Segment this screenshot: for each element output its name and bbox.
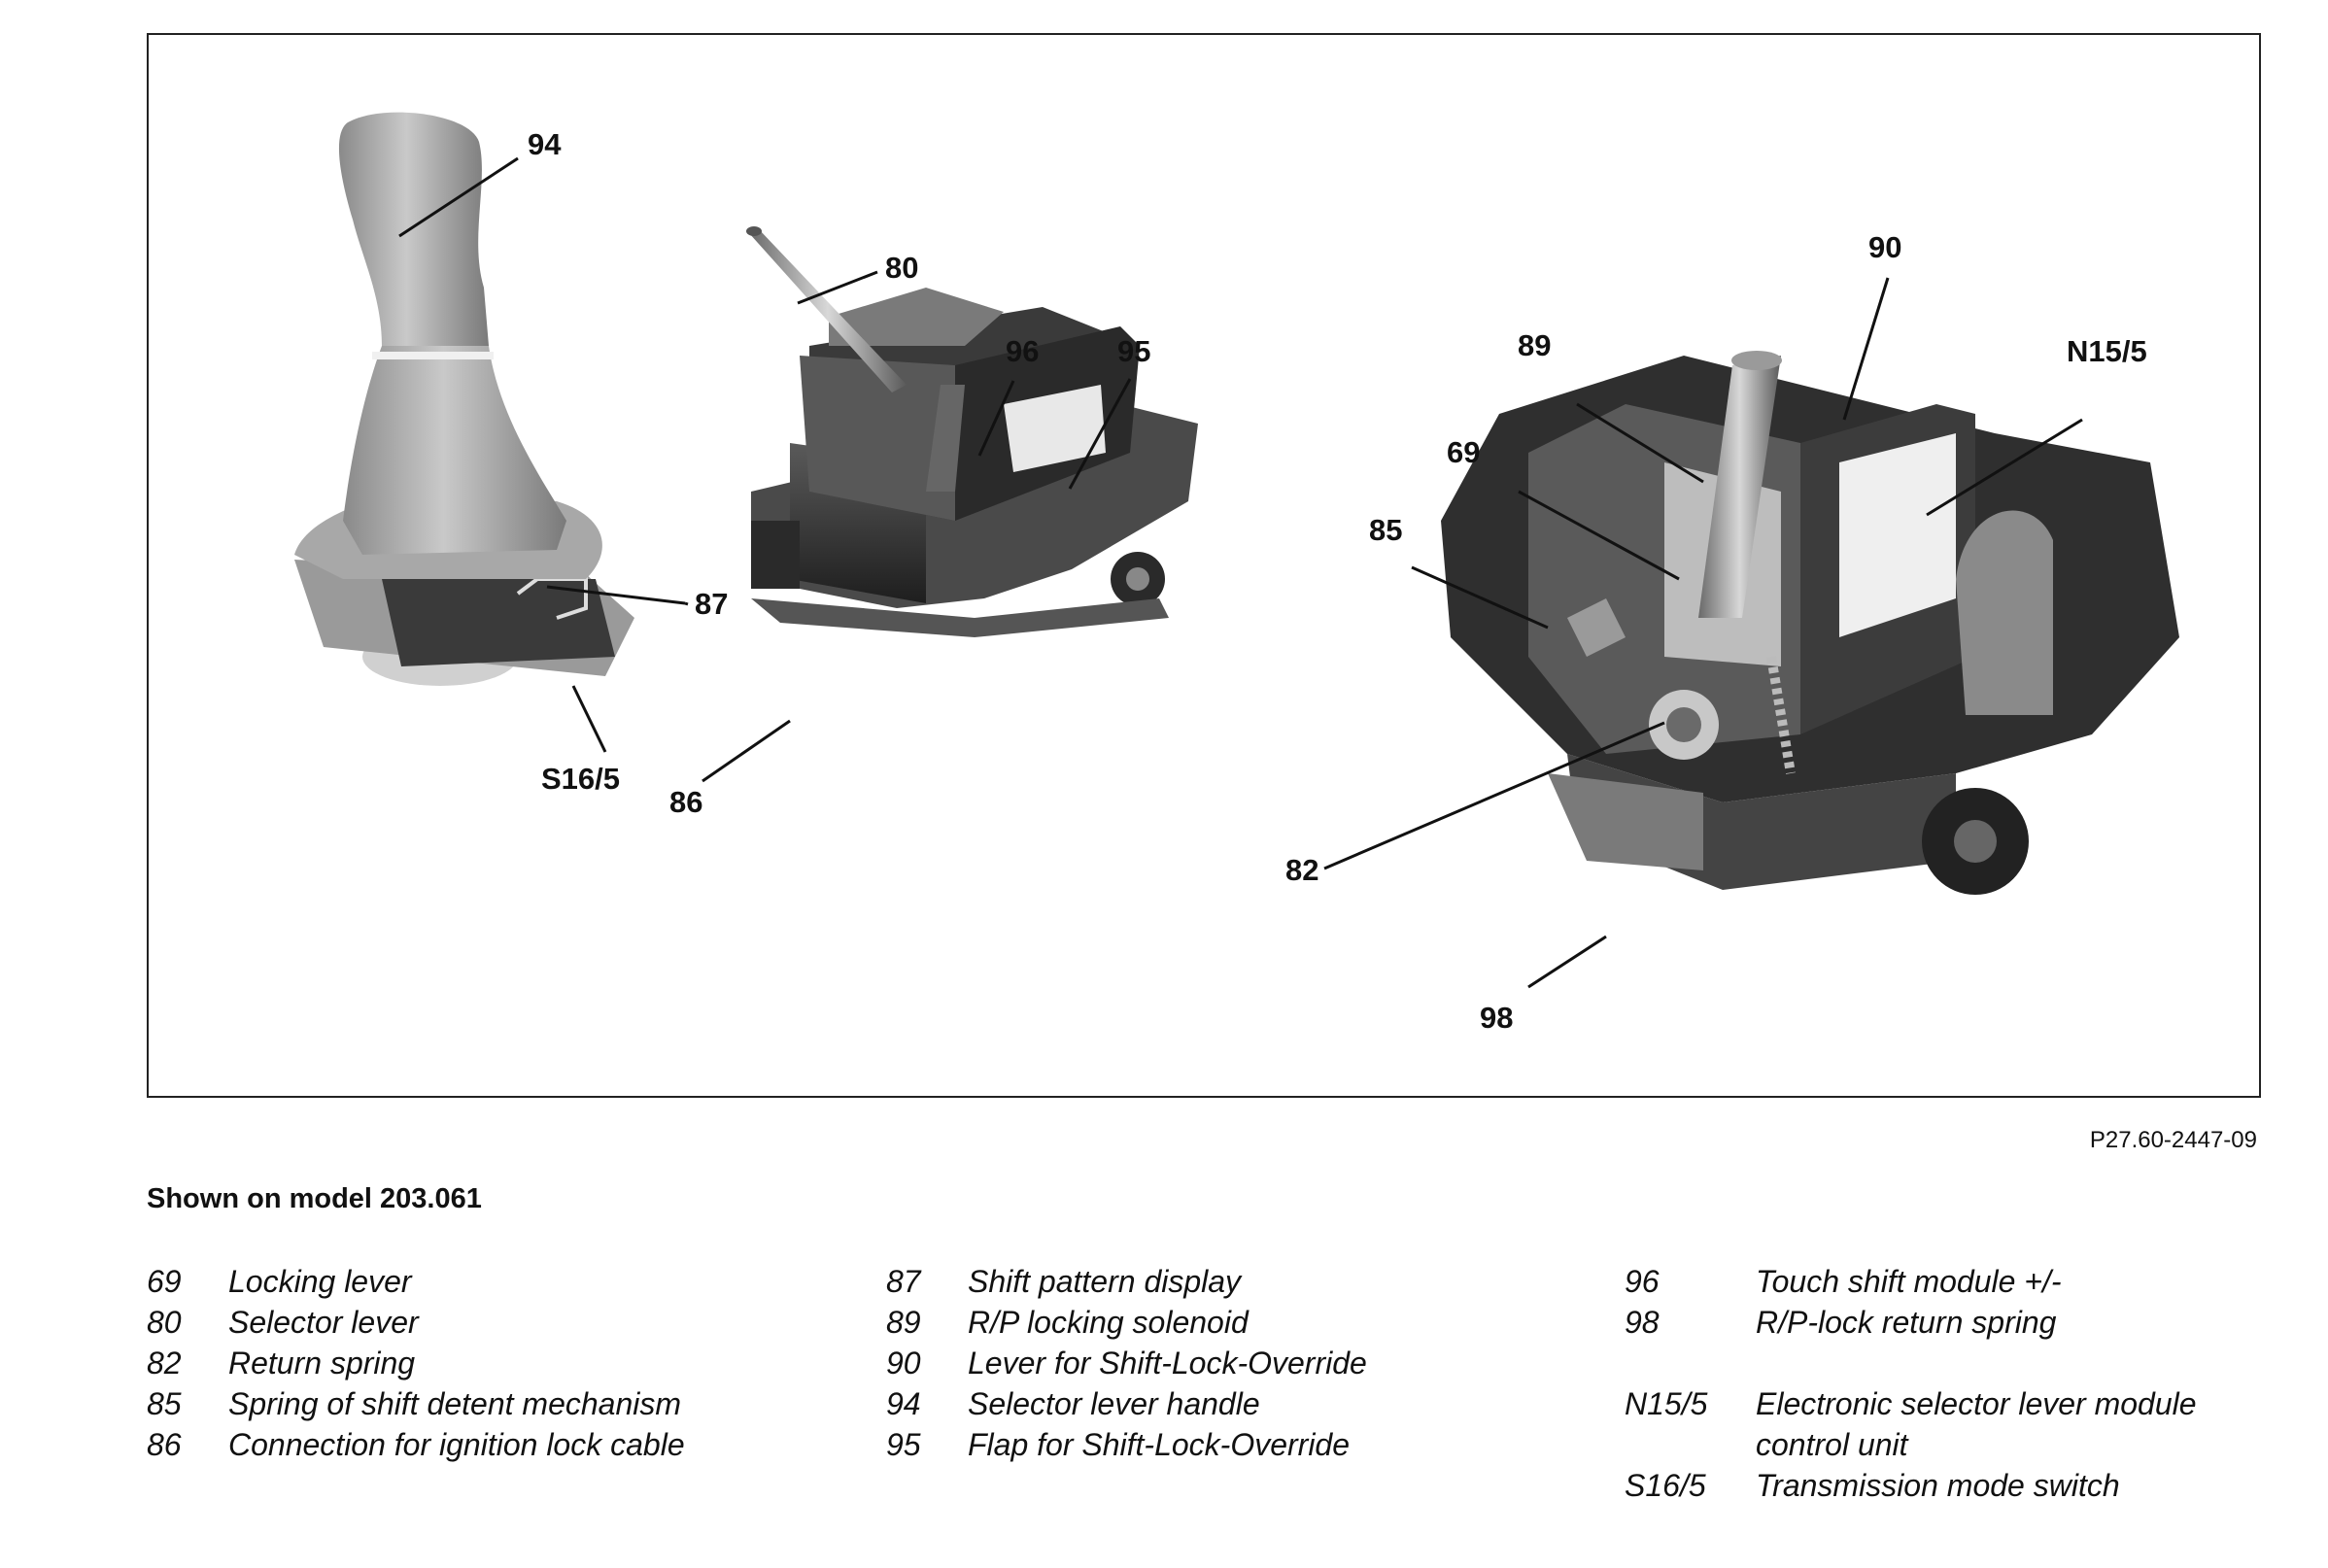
legend-item: 94 Selector lever handle bbox=[886, 1383, 1367, 1424]
legend-text: Locking lever bbox=[228, 1264, 412, 1299]
legend-item: 69 Locking lever bbox=[147, 1261, 685, 1302]
legend-item: 80 Selector lever bbox=[147, 1302, 685, 1343]
legend-number: S16/5 bbox=[1625, 1468, 1706, 1503]
legend-text: R/P-lock return spring bbox=[1756, 1305, 2057, 1340]
legend-number: 96 bbox=[1625, 1264, 1660, 1299]
legend-item: N15/5 Electronic selector lever module co… bbox=[1625, 1383, 2261, 1465]
callout-69: 69 bbox=[1447, 435, 1480, 469]
model-heading: Shown on model 203.061 bbox=[147, 1183, 482, 1214]
legend-text: Selector lever handle bbox=[968, 1386, 1260, 1421]
leader-95 bbox=[1068, 378, 1132, 490]
legend-number: 69 bbox=[147, 1264, 182, 1299]
callout-89: 89 bbox=[1518, 328, 1551, 362]
leader-98 bbox=[1527, 935, 1607, 989]
legend-item: 90 Lever for Shift-Lock-Override bbox=[886, 1343, 1367, 1383]
legend-number: 90 bbox=[886, 1346, 921, 1381]
legend-item: 89 R/P locking solenoid bbox=[886, 1302, 1367, 1343]
legend-text: Electronic selector lever module control… bbox=[1756, 1386, 2197, 1462]
leader-87 bbox=[684, 601, 689, 606]
leader-96 bbox=[977, 380, 1015, 457]
legend-text: Transmission mode switch bbox=[1756, 1468, 2120, 1503]
legend-item: S16/5 Transmission mode switch bbox=[1625, 1465, 2261, 1506]
legend-column-2: 87 Shift pattern display 89 R/P locking so… bbox=[886, 1261, 1367, 1465]
diagram-frame: 94 80 96 95 87 S16/5 86 90 89 N15/5 69 8… bbox=[147, 33, 2261, 1098]
legend-text: Touch shift module +/- bbox=[1756, 1264, 2062, 1299]
callout-94: 94 bbox=[528, 127, 562, 161]
legend-text: Flap for Shift-Lock-Override bbox=[968, 1427, 1351, 1462]
leader-N15-5 bbox=[1926, 418, 2083, 517]
callout-96: 96 bbox=[1006, 334, 1039, 368]
legend-item: 82 Return spring bbox=[147, 1343, 685, 1383]
legend-item: 96 Touch shift module +/- bbox=[1625, 1261, 2261, 1302]
leader-69 bbox=[1518, 490, 1680, 581]
legend-number: 82 bbox=[147, 1346, 182, 1381]
legend-number: 86 bbox=[147, 1427, 182, 1462]
leader-87b bbox=[546, 585, 686, 605]
legend-number: 85 bbox=[147, 1386, 182, 1421]
leader-85 bbox=[1411, 565, 1549, 630]
leader-90 bbox=[1842, 277, 1890, 421]
legend-number: 80 bbox=[147, 1305, 182, 1340]
callout-80: 80 bbox=[885, 251, 918, 285]
legend-text: Spring of shift detent mechanism bbox=[228, 1386, 682, 1421]
callout-N15-5: N15/5 bbox=[2067, 334, 2147, 368]
legend-item: 87 Shift pattern display bbox=[886, 1261, 1367, 1302]
exploded-parts-illustration: 94 80 96 95 87 S16/5 86 90 89 N15/5 69 8… bbox=[294, 112, 2179, 1035]
legend-text: Shift pattern display bbox=[968, 1264, 1242, 1299]
callout-85: 85 bbox=[1369, 513, 1402, 547]
legend-column-3: 96 Touch shift module +/- 98 R/P-lock retu… bbox=[1625, 1261, 2261, 1506]
callout-90: 90 bbox=[1868, 230, 1901, 264]
legend-column-1: 69 Locking lever 80 Selector lever 82 Retur… bbox=[147, 1261, 685, 1465]
leader-89 bbox=[1576, 402, 1704, 484]
figure-reference-code: P27.60-2447-09 bbox=[2089, 1127, 2257, 1153]
callout-87: 87 bbox=[695, 587, 728, 621]
legend-text: Lever for Shift-Lock-Override bbox=[968, 1346, 1367, 1381]
legend-item: 85 Spring of shift detent mechanism bbox=[147, 1383, 685, 1424]
callout-95: 95 bbox=[1117, 334, 1150, 368]
callout-S16-5: S16/5 bbox=[541, 762, 620, 796]
selector-lever-handle-illustration bbox=[294, 112, 634, 686]
legend-number: 94 bbox=[886, 1386, 921, 1421]
leader-94 bbox=[398, 156, 519, 238]
legend-text: R/P locking solenoid bbox=[968, 1305, 1249, 1340]
callout-98: 98 bbox=[1480, 1001, 1513, 1035]
legend-text: Connection for ignition lock cable bbox=[228, 1427, 685, 1462]
legend-text: Selector lever bbox=[228, 1305, 419, 1340]
legend-number: N15/5 bbox=[1625, 1386, 1708, 1421]
legend-item: 86 Connection for ignition lock cable bbox=[147, 1424, 685, 1465]
legend-number: 95 bbox=[886, 1427, 921, 1462]
selector-housing-illustration bbox=[1441, 351, 2179, 895]
leader-80 bbox=[797, 270, 878, 305]
callout-82: 82 bbox=[1285, 853, 1318, 887]
legend-number: 89 bbox=[886, 1305, 921, 1340]
leader-lines bbox=[398, 156, 2083, 989]
leader-S16-5 bbox=[571, 685, 607, 753]
leader-86 bbox=[702, 719, 791, 783]
legend-text: Return spring bbox=[228, 1346, 416, 1381]
callout-86: 86 bbox=[669, 785, 702, 819]
legend-item: 98 R/P-lock return spring bbox=[1625, 1302, 2261, 1343]
leader-82 bbox=[1323, 721, 1665, 870]
selector-mechanism-illustration bbox=[746, 226, 1198, 637]
legend-number: 98 bbox=[1625, 1305, 1660, 1340]
legend-item: 95 Flap for Shift-Lock-Override bbox=[886, 1424, 1367, 1465]
legend-number: 87 bbox=[886, 1264, 921, 1299]
